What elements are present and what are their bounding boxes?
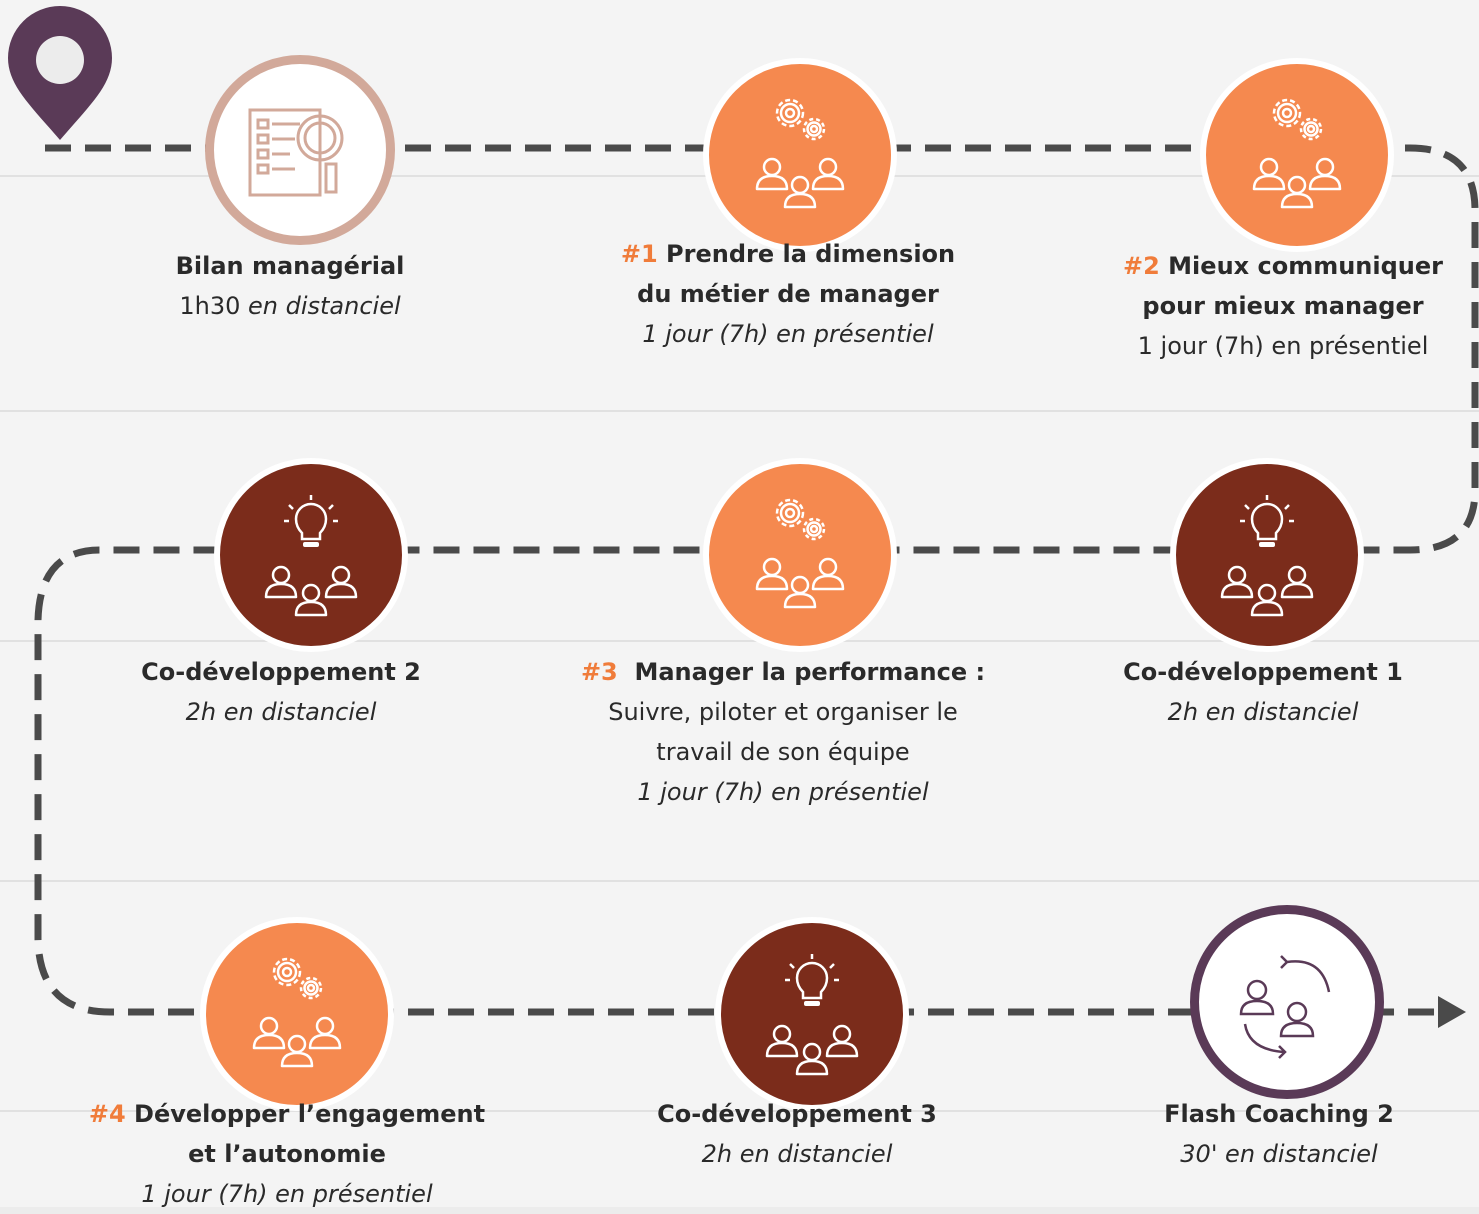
step-9-sub: 30' en distanciel — [1180, 1140, 1378, 1168]
step-5-sub: 1 jour (7h) en présentiel — [637, 778, 929, 806]
step-1-title: Bilan managérial — [175, 252, 405, 280]
step-8-node — [715, 917, 909, 1111]
step-1-node — [205, 55, 395, 245]
team-gears-icon — [227, 944, 367, 1084]
step-5-line-2: Suivre, piloter et organiser le — [608, 698, 958, 726]
step-5-node — [703, 458, 897, 652]
step-3-node — [1200, 58, 1394, 252]
step-8-sub: 2h en distanciel — [701, 1140, 893, 1168]
step-7-label: #4 Développer l’engagement et l’autonomi… — [89, 1094, 485, 1214]
location-pin-icon — [8, 6, 112, 140]
step-3-title: #2 Mieux communiquer — [1123, 246, 1443, 286]
arrow-head-icon — [1438, 996, 1466, 1028]
team-gears-icon — [730, 85, 870, 225]
step-8-label: Co-développement 3 2h en distanciel — [657, 1094, 937, 1174]
step-3-number: #2 — [1123, 252, 1160, 280]
team-gears-icon — [1227, 85, 1367, 225]
step-5-number: #3 — [580, 658, 618, 686]
step-7-sub: 1 jour (7h) en présentiel — [141, 1180, 433, 1208]
step-7-title-b: et l’autonomie — [188, 1140, 386, 1168]
team-gears-icon — [730, 485, 870, 625]
step-9-node — [1190, 905, 1384, 1099]
step-6-sub: 2h en distanciel — [185, 698, 377, 726]
step-1-mode: en distanciel — [248, 292, 401, 320]
step-1-duration: 1h30 — [179, 292, 248, 320]
step-5-title: #3 Manager la performance : — [581, 652, 985, 692]
step-9-title: Flash Coaching 2 — [1164, 1100, 1394, 1128]
step-1-sub: 1h30 en distanciel — [176, 286, 405, 326]
step-6-title: Co-développement 2 — [141, 658, 421, 686]
step-3-title-b: pour mieux manager — [1142, 292, 1424, 320]
report-magnifier-icon — [248, 108, 344, 197]
step-9-label: Flash Coaching 2 30' en distanciel — [1164, 1094, 1394, 1174]
step-4-node — [1170, 458, 1364, 652]
step-7-node — [200, 917, 394, 1111]
step-2-label: #1 Prendre la dimension du métier de man… — [621, 234, 955, 354]
step-7-title-a: Développer l’engagement — [125, 1100, 486, 1128]
step-2-sub: 1 jour (7h) en présentiel — [642, 320, 934, 348]
step-1-label: Bilan managérial 1h30 en distanciel — [176, 246, 405, 326]
step-6-label: Co-développement 2 2h en distanciel — [141, 652, 421, 732]
team-idea-icon — [241, 485, 381, 625]
step-4-title: Co-développement 1 — [1123, 658, 1403, 686]
step-3-title-a: Mieux communiquer — [1159, 252, 1443, 280]
team-idea-icon — [742, 944, 882, 1084]
step-2-title-b: du métier de manager — [637, 280, 939, 308]
step-4-sub: 2h en distanciel — [1167, 698, 1359, 726]
step-3-label: #2 Mieux communiquer pour mieux manager … — [1123, 246, 1443, 366]
step-2-title: #1 Prendre la dimension — [621, 234, 955, 274]
step-7-title: #4 Développer l’engagement — [89, 1094, 485, 1134]
team-idea-icon — [1197, 485, 1337, 625]
step-4-label: Co-développement 1 2h en distanciel — [1123, 652, 1403, 732]
step-5-label: #3 Manager la performance : Suivre, pilo… — [581, 652, 985, 812]
coaching-cycle-icon — [1239, 955, 1331, 1059]
step-5-line-3: travail de son équipe — [656, 738, 910, 766]
step-5-title-a: Manager la performance : — [617, 658, 986, 686]
step-2-node — [703, 58, 897, 252]
step-6-node — [214, 458, 408, 652]
step-2-title-a: Prendre la dimension — [657, 240, 956, 268]
step-3-sub: 1 jour (7h) en présentiel — [1137, 332, 1429, 360]
step-2-number: #1 — [620, 240, 658, 268]
step-8-title: Co-développement 3 — [657, 1100, 937, 1128]
step-7-number: #4 — [88, 1100, 126, 1128]
